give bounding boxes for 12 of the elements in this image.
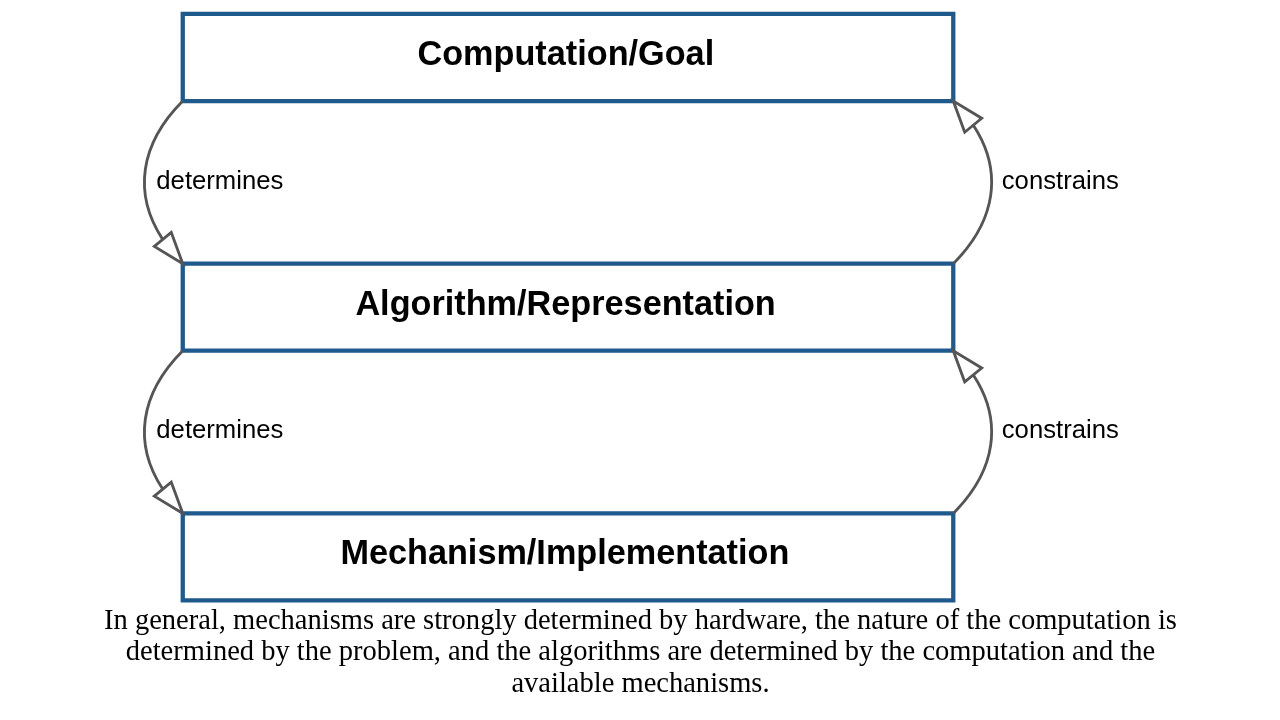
edge-label: determines — [155, 415, 283, 444]
caption: In general, mechanisms are strongly determined by hardware, the nature of the computation is determined by the problem, and the algorithms are determined by the computation and the available mechanisms. — [103, 603, 1177, 698]
edge-label: constrains — [1001, 165, 1119, 194]
node-box: Mechanism/Implementation — [180, 511, 955, 603]
arrow — [950, 347, 993, 515]
node-box: Algorithm/Representation — [180, 261, 955, 353]
arrow — [142, 100, 185, 267]
arrow — [142, 349, 185, 517]
edge-label: constrains — [1001, 415, 1119, 444]
arrow — [950, 97, 993, 265]
edge-label: determines — [155, 165, 283, 194]
node-box: Computation/Goal — [180, 11, 955, 104]
